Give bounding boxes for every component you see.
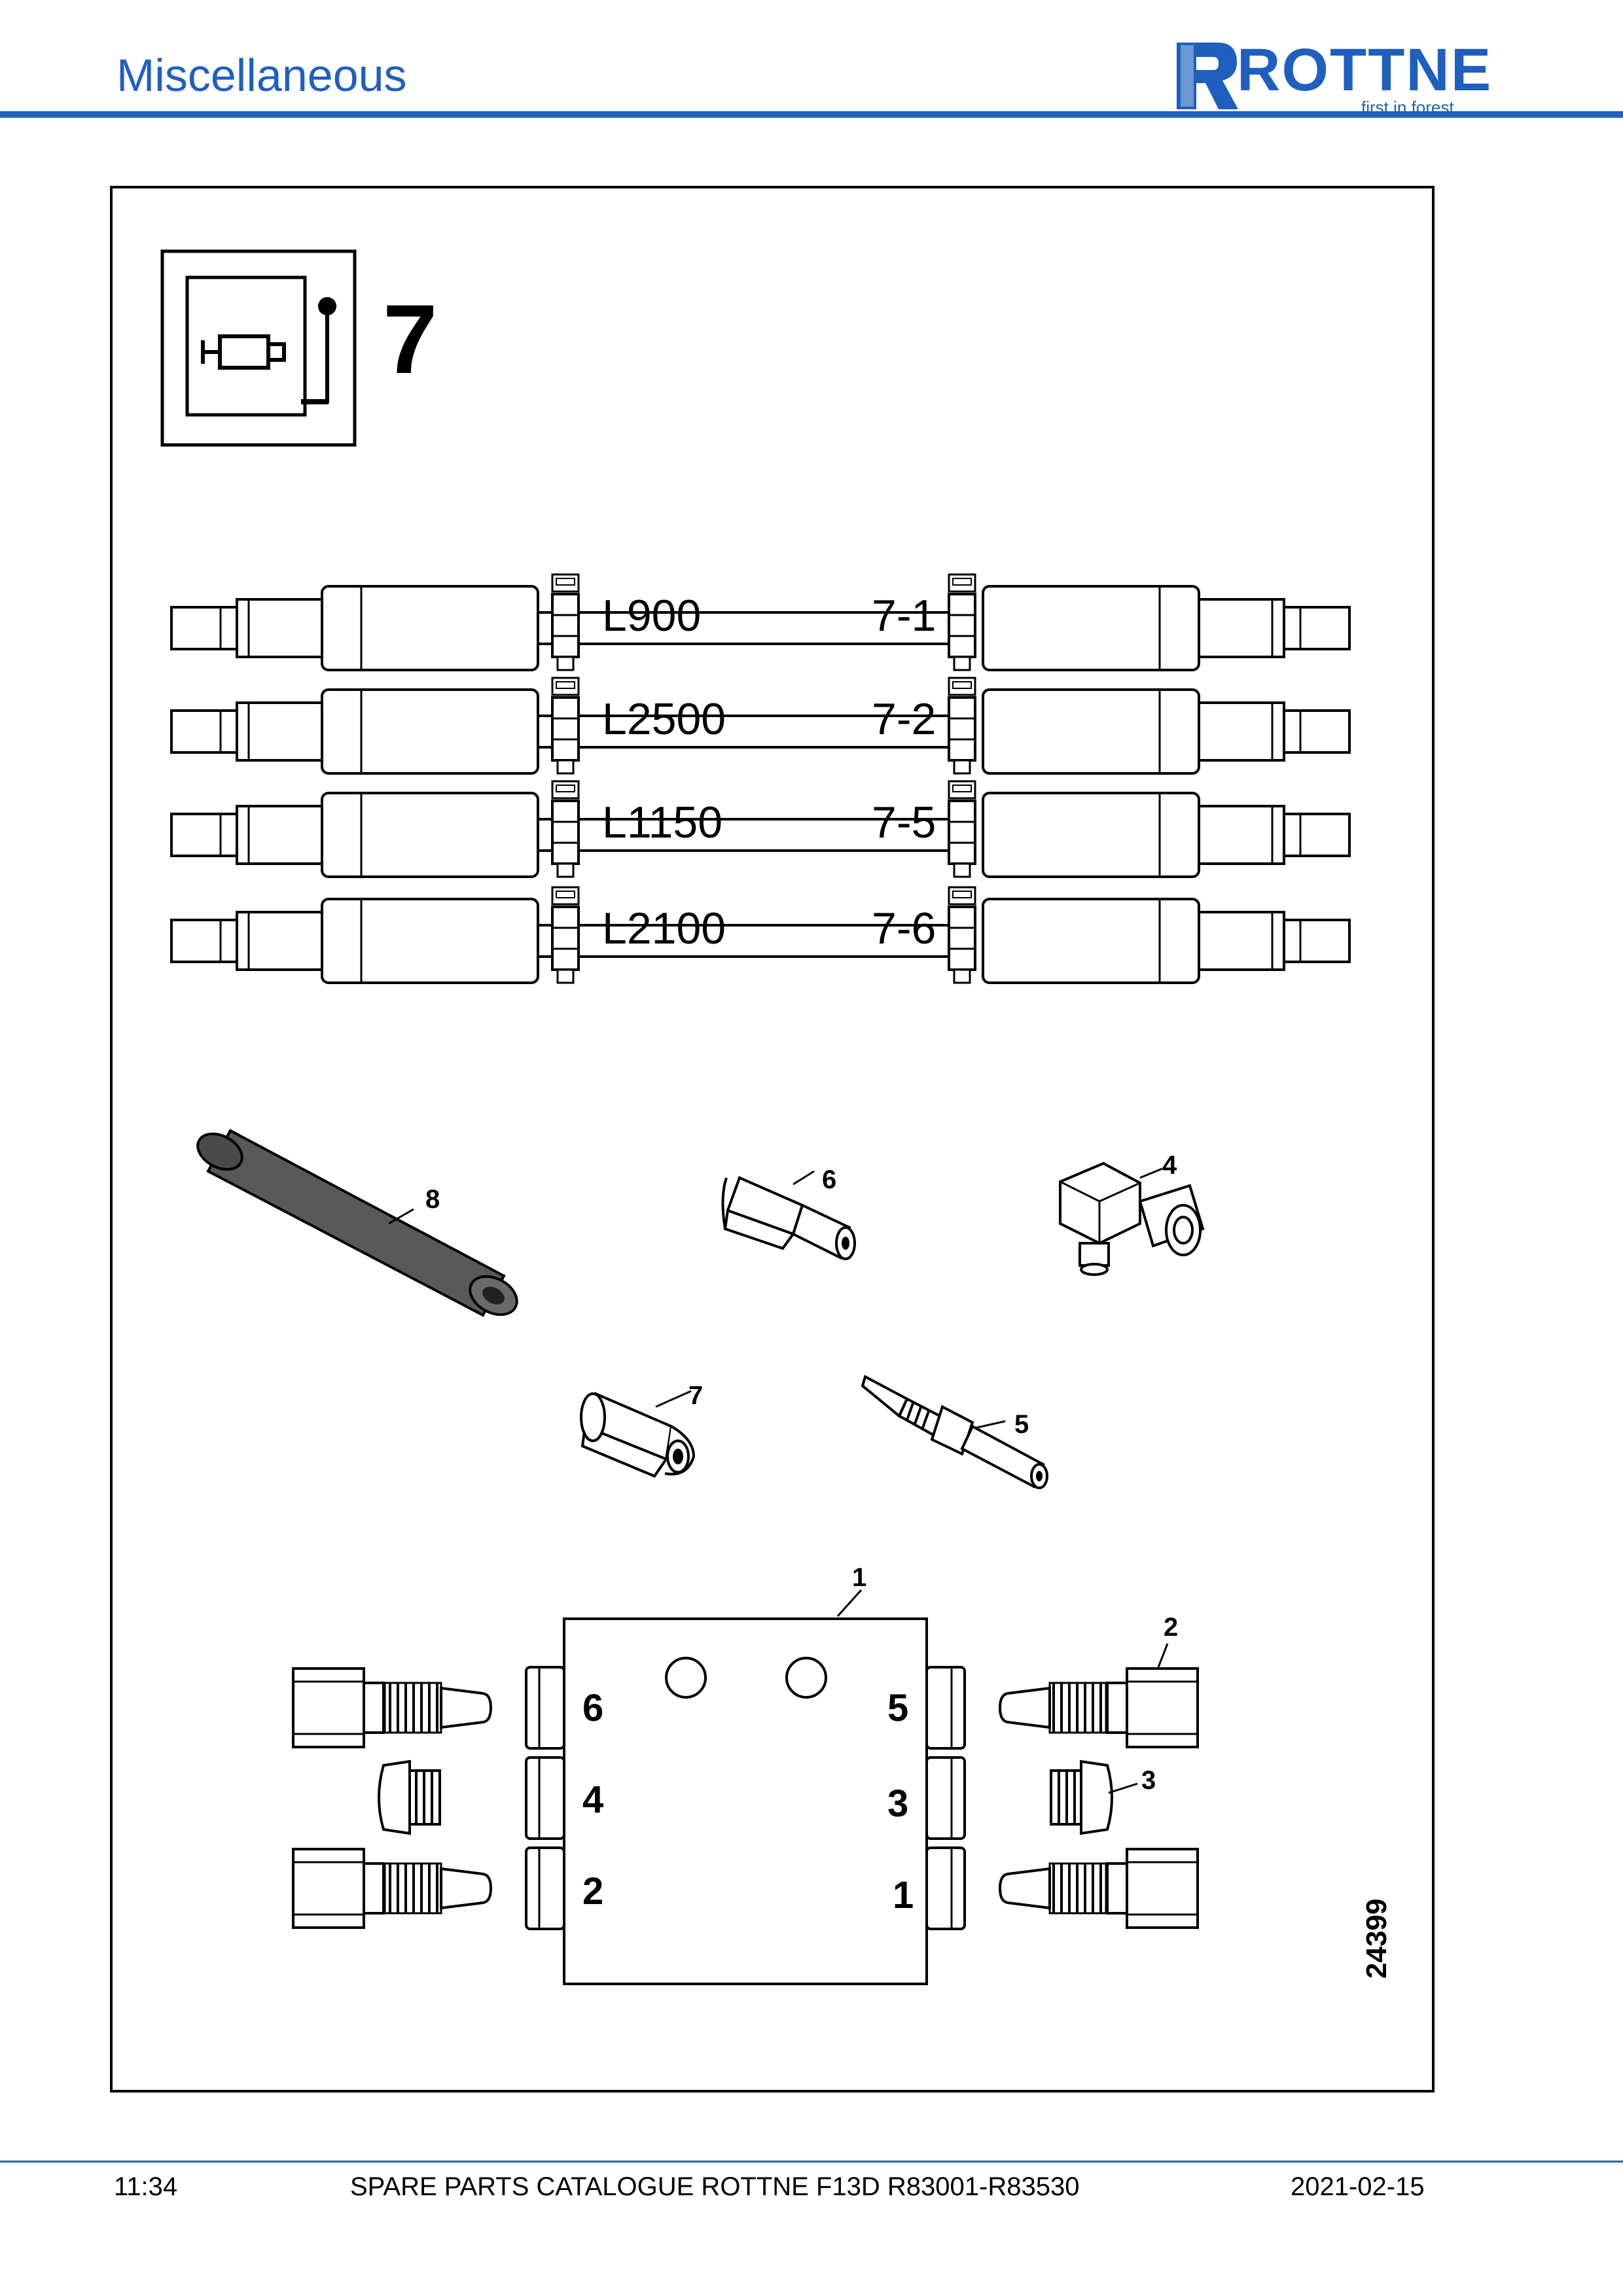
group-icon-box bbox=[160, 249, 357, 447]
group-number: 7 bbox=[383, 284, 437, 394]
port-label: 4 bbox=[582, 1778, 603, 1821]
plug-part bbox=[1050, 1759, 1138, 1835]
hose-ref-label: 7-2 bbox=[872, 694, 936, 744]
page-title: Miscellaneous bbox=[116, 50, 407, 101]
fitting-part bbox=[292, 1848, 492, 1929]
callout-2: 2 bbox=[1164, 1613, 1178, 1642]
diagram-frame bbox=[110, 186, 1435, 2093]
hose-length-label: L2100 bbox=[602, 904, 726, 953]
callout-4: 4 bbox=[1162, 1151, 1177, 1180]
callout-1: 1 bbox=[852, 1563, 866, 1592]
hose-ref-label: 7-1 bbox=[872, 591, 936, 641]
elbow-part bbox=[1059, 1161, 1205, 1276]
port-label: 1 bbox=[893, 1874, 914, 1916]
valve-lever-icon bbox=[185, 275, 336, 417]
hose-ref-label: 7-6 bbox=[872, 904, 936, 953]
fitting-part bbox=[999, 1667, 1199, 1748]
callout-3: 3 bbox=[1141, 1766, 1156, 1795]
port-label: 2 bbox=[582, 1870, 603, 1913]
footer-rule bbox=[0, 2161, 1623, 2163]
plug-part bbox=[378, 1759, 441, 1835]
hose-length-label: L900 bbox=[602, 591, 701, 641]
cap-nut-part bbox=[580, 1390, 696, 1478]
adapter-part bbox=[721, 1170, 856, 1260]
hose-length-label: L2500 bbox=[602, 694, 726, 744]
hose-assembly bbox=[170, 573, 1351, 671]
rottne-r-emblem-icon bbox=[1177, 43, 1238, 109]
callout-8: 8 bbox=[425, 1185, 440, 1214]
hose-assembly bbox=[170, 886, 1351, 984]
logo-name: ROTTNE bbox=[1237, 37, 1493, 103]
sleeve-part bbox=[196, 1129, 518, 1317]
port-label: 5 bbox=[887, 1687, 908, 1729]
header-rule bbox=[0, 111, 1623, 118]
fitting-part bbox=[292, 1667, 492, 1748]
distribution-block bbox=[525, 1589, 966, 1985]
hose-assembly bbox=[170, 677, 1351, 775]
callout-7: 7 bbox=[688, 1381, 703, 1410]
fitting-part bbox=[999, 1848, 1199, 1929]
footer-catalogue: SPARE PARTS CATALOGUE ROTTNE F13D R83001… bbox=[350, 2172, 1080, 2201]
callout-6: 6 bbox=[822, 1165, 836, 1194]
hose-assembly bbox=[170, 780, 1351, 878]
drawing-number: 24399 bbox=[1361, 1899, 1393, 1979]
footer-date: 2021-02-15 bbox=[1291, 2172, 1425, 2201]
port-label: 6 bbox=[582, 1687, 603, 1729]
footer-time: 11:34 bbox=[114, 2172, 178, 2201]
hose-ref-label: 7-5 bbox=[872, 798, 936, 847]
nipple-part bbox=[861, 1375, 1048, 1489]
callout-5: 5 bbox=[1014, 1410, 1029, 1439]
port-label: 3 bbox=[887, 1782, 908, 1825]
hose-length-label: L1150 bbox=[602, 798, 722, 847]
